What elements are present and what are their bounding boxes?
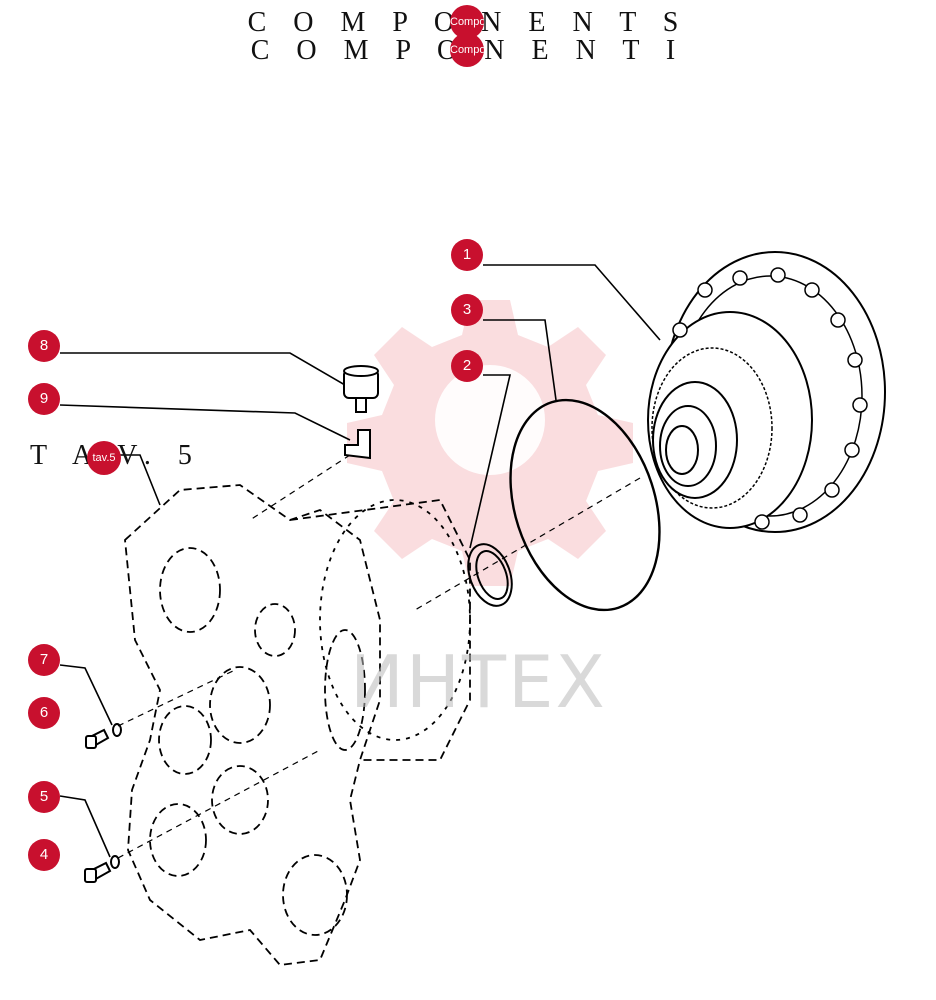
watermark-text: ИНТЕХ	[350, 640, 607, 724]
callout-2[interactable]: 2	[451, 350, 483, 382]
header-badge-2[interactable]: Componenti	[450, 33, 484, 67]
part-5-washer	[110, 855, 120, 869]
callout-1[interactable]: 1	[451, 239, 483, 271]
part-3-o-ring	[509, 398, 661, 612]
callout-4[interactable]: 4	[28, 839, 60, 871]
table-reference-badge[interactable]: tav.5	[87, 441, 121, 475]
callout-5[interactable]: 5	[28, 781, 60, 813]
gearbox-housing	[124, 484, 471, 966]
part-8-breather	[343, 365, 379, 413]
leader-lines	[59, 264, 661, 858]
part-4-bolt	[84, 861, 112, 883]
callout-7[interactable]: 7	[28, 644, 60, 676]
callout-6[interactable]: 6	[28, 697, 60, 729]
part-9-elbow-fitting	[344, 429, 371, 460]
watermark-gear-hole	[435, 365, 545, 475]
part-6-bolt	[85, 728, 110, 749]
callout-9[interactable]: 9	[28, 383, 60, 415]
part-1-coupling-hub	[647, 251, 886, 533]
callout-3[interactable]: 3	[451, 294, 483, 326]
part-7-washer	[112, 723, 122, 737]
callout-8[interactable]: 8	[28, 330, 60, 362]
part-2-snap-ring	[467, 543, 513, 607]
assembly-axes	[117, 454, 641, 859]
